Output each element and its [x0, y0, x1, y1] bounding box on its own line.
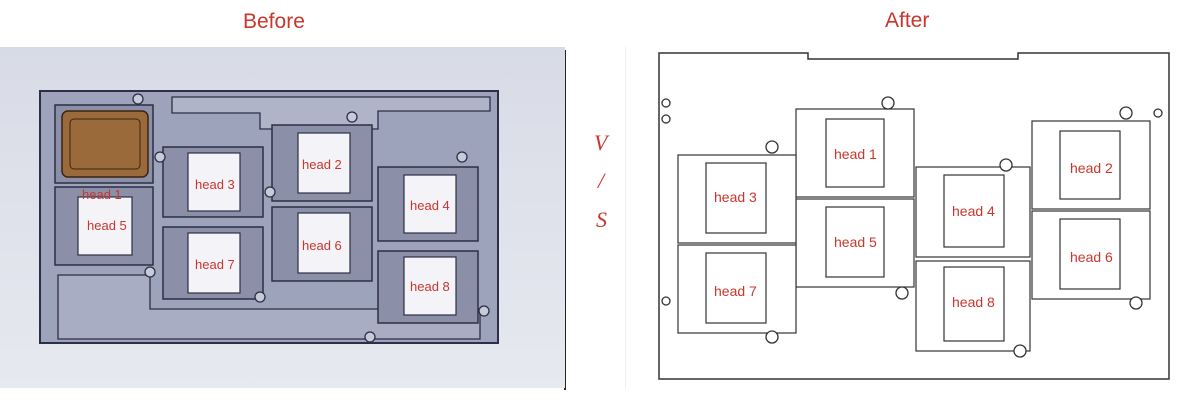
after-slot-head1: [795, 108, 915, 198]
after-slot-head2: [1031, 120, 1151, 210]
after-label-head5: head 5: [834, 234, 877, 250]
after-fixture-diagram: head 1 head 5 head 3 head 7 head 4 head …: [658, 52, 1170, 380]
after-title: After: [885, 9, 930, 32]
before-slot-head2: [271, 124, 373, 202]
after-slot-head7: [677, 244, 797, 334]
before-label-head8: head 8: [410, 279, 450, 294]
after-screws: [661, 96, 1163, 358]
after-label-head1: head 1: [834, 146, 877, 162]
before-label-head4: head 4: [410, 198, 450, 213]
after-slot-head8: [915, 260, 1031, 352]
before-panel: head 1 head 5 head 3 head 7 head 2 head …: [0, 47, 565, 388]
after-slot-head6: [1031, 210, 1151, 300]
before-slot-head5: [54, 186, 154, 266]
before-label-head2: head 2: [302, 157, 342, 172]
before-fixture-diagram: head 1 head 5 head 3 head 7 head 2 head …: [39, 90, 499, 344]
before-slot-head4: [377, 166, 479, 242]
vs-letter-s: S: [596, 207, 607, 232]
after-label-head2: head 2: [1070, 160, 1113, 176]
after-label-head6: head 6: [1070, 249, 1113, 265]
before-label-head6: head 6: [302, 238, 342, 253]
before-slot-head8: [377, 250, 479, 324]
after-label-head4: head 4: [952, 203, 995, 219]
before-groove: [171, 96, 491, 130]
after-panel: head 1 head 5 head 3 head 7 head 4 head …: [625, 47, 1200, 388]
before-label-head3: head 3: [195, 177, 235, 192]
after-label-head8: head 8: [952, 294, 995, 310]
before-screws: [132, 93, 490, 343]
before-slot-head3: [162, 146, 264, 218]
vs-letter-v: V: [594, 130, 608, 155]
before-title: Before: [243, 10, 305, 33]
before-slot-head6: [271, 206, 373, 282]
after-label-head3: head 3: [714, 189, 757, 205]
divider-line: [564, 50, 566, 390]
after-label-head7: head 7: [714, 283, 757, 299]
before-label-head5: head 5: [87, 218, 127, 233]
before-label-head7: head 7: [195, 257, 235, 272]
before-slot-head7: [162, 226, 264, 300]
after-slot-head4: [915, 166, 1031, 258]
before-label-head1: head 1: [82, 187, 122, 202]
after-slot-head3: [677, 154, 797, 244]
before-slot-head1: [54, 104, 154, 184]
vs-slash: /: [598, 168, 605, 193]
after-slot-head5: [795, 198, 915, 288]
